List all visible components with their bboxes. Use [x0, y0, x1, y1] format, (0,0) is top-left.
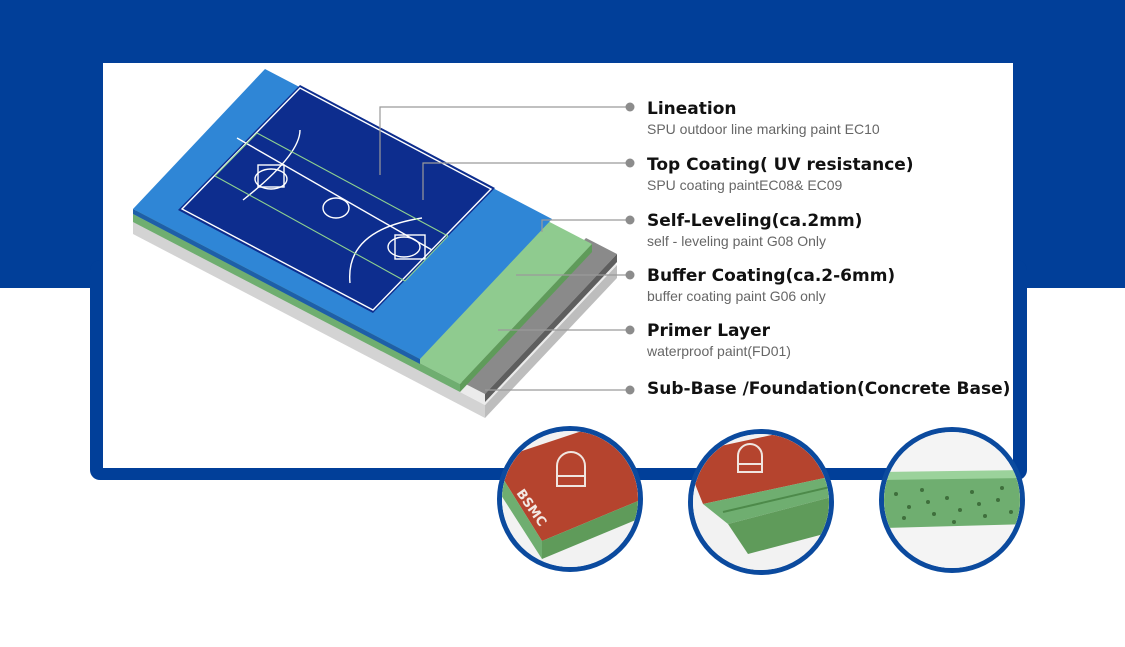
court-surface — [133, 69, 552, 364]
layer-desc: self - leveling paint G08 Only — [647, 233, 826, 249]
layer-desc: SPU outdoor line marking paint EC10 — [647, 121, 880, 137]
sample-photo-2 — [688, 429, 834, 575]
layer-label-buffer-coating: Buffer Coating(ca.2-6mm) buffer coating … — [647, 265, 895, 305]
layer-title: Sub-Base /Foundation(Concrete Base) — [647, 379, 1011, 399]
layer-label-sub-base: Sub-Base /Foundation(Concrete Base) — [647, 378, 1010, 400]
layer-label-self-leveling: Self-Leveling(ca.2mm) self - leveling pa… — [647, 210, 862, 250]
court-lines — [180, 87, 493, 311]
layer-label-primer: Primer Layer waterproof paint(FD01) — [647, 320, 791, 360]
sample-photo-3 — [879, 427, 1025, 573]
leader-lines — [379, 106, 630, 391]
court-accent-lines — [214, 132, 449, 282]
layer-desc: SPU coating paintEC08& EC09 — [647, 177, 843, 193]
layer-desc: waterproof paint(FD01) — [647, 343, 791, 359]
layer-title: Lineation — [647, 99, 737, 119]
layer-title: Primer Layer — [647, 321, 770, 341]
layer-label-top-coating: Top Coating( UV resistance) SPU coating … — [647, 154, 914, 194]
layer-label-lineation: Lineation SPU outdoor line marking paint… — [647, 98, 880, 138]
layer-title: Top Coating( UV resistance) — [647, 155, 914, 175]
layer-title: Self-Leveling(ca.2mm) — [647, 211, 863, 231]
leader-dots — [625, 102, 635, 395]
sample-photo-1: BSMC — [497, 426, 643, 572]
layer-title: Buffer Coating(ca.2-6mm) — [647, 266, 896, 286]
layer-desc: buffer coating paint G06 only — [647, 288, 826, 304]
